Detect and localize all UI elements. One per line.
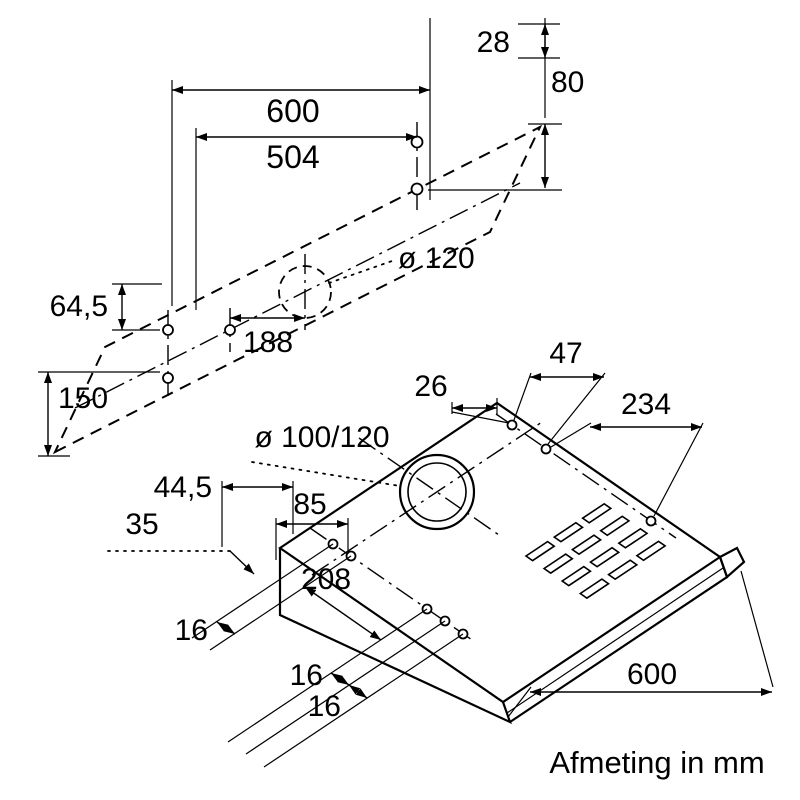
dim-spacing-a: 16 — [175, 614, 208, 647]
mounting-plane-diagram: 600 504 28 80 ø 120 64,5 150 188 — [38, 18, 584, 457]
dim-side-offset-top: 64,5 — [50, 290, 108, 323]
mounting-holes-rear — [410, 122, 424, 210]
dim-width-hood: 600 — [627, 658, 677, 691]
dim-duct-diameter-top: ø 120 — [398, 242, 475, 275]
dim-rear-second: 47 — [549, 337, 582, 370]
dim-spacing-c: 16 — [308, 690, 341, 723]
dim-width-top: 600 — [266, 93, 319, 129]
rear-screw-holes — [506, 419, 657, 527]
dim-front-offset-c: 35 — [125, 508, 158, 541]
dimension-lines-top — [44, 24, 549, 456]
mounting-holes-left — [162, 308, 236, 396]
caption: Afmeting in mm — [549, 745, 764, 780]
dim-rear-spacing-top: 80 — [551, 66, 584, 99]
dim-rear-span: 234 — [621, 388, 671, 421]
dim-hole-distance-top: 504 — [266, 139, 319, 175]
dim-front-offset-top: 150 — [58, 382, 108, 415]
duct-hole-hood — [398, 453, 476, 531]
hood-diagram: 26 47 234 ø 100/120 44,5 85 35 208 16 16… — [107, 337, 774, 768]
dim-spacing-b: 16 — [290, 659, 323, 692]
vent-grille — [525, 503, 666, 599]
dim-rear-offset-top: 28 — [477, 26, 510, 59]
dimension-lines-hood — [107, 373, 772, 699]
dim-front-offset-b: 85 — [293, 488, 326, 521]
dim-front-span: 208 — [301, 563, 351, 596]
witness-lines-top — [38, 18, 562, 457]
dim-center-distance-top: 188 — [243, 326, 293, 359]
mounting-plane-outline — [52, 124, 543, 455]
dim-front-offset-a: 44,5 — [154, 471, 212, 504]
dim-rear-first: 26 — [414, 370, 447, 403]
mounting-centerline — [74, 182, 521, 409]
witness-lines-hood — [191, 372, 774, 768]
dim-duct-diameter-hood: ø 100/120 — [254, 421, 389, 454]
